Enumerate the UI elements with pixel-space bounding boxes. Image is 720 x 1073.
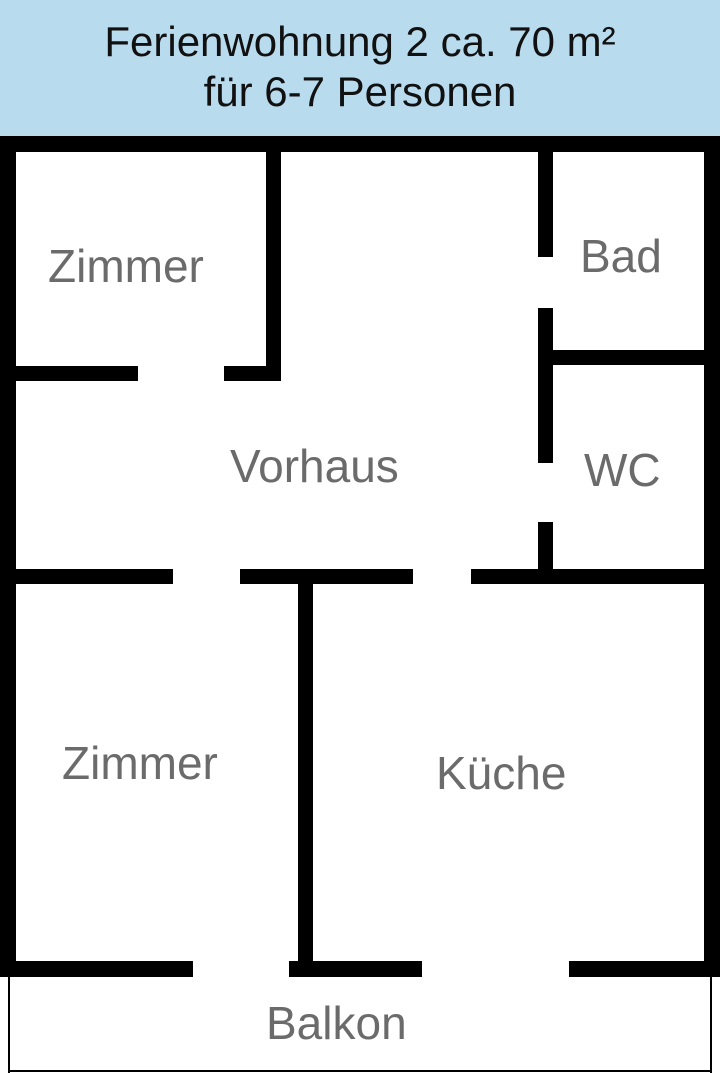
- room-label-zimmer-top: Zimmer: [48, 240, 204, 292]
- zimmer-top-right-wall: [266, 136, 281, 381]
- outer-wall-top: [0, 136, 720, 152]
- room-label-vorhaus: Vorhaus: [230, 440, 399, 492]
- room-label-kueche: Küche: [436, 747, 567, 799]
- balkon-wall-1: [0, 961, 193, 977]
- balkon-wall-2: [289, 961, 422, 977]
- room-label-bad: Bad: [580, 230, 662, 282]
- wc-left-wall-upper: [538, 350, 553, 463]
- wc-left-wall-lower: [538, 522, 553, 584]
- plan-title: Ferienwohnung 2 ca. 70 m²: [104, 18, 616, 65]
- bad-left-wall-lower: [538, 308, 553, 358]
- zimmer-top-bottom-wall-right: [224, 366, 281, 381]
- vorhaus-bottom-wall-3: [471, 569, 720, 584]
- balkon-rail-bottom: [8, 1070, 712, 1072]
- vorhaus-bottom-wall-1: [0, 569, 173, 584]
- vorhaus-bottom-wall-2: [240, 569, 413, 584]
- room-label-wc: WC: [584, 444, 661, 496]
- bad-wc-divider: [538, 350, 720, 365]
- zimmer-kueche-divider: [298, 569, 313, 977]
- balkon-rail-left: [8, 977, 10, 1073]
- room-label-balkon: Balkon: [266, 997, 407, 1049]
- plan-subtitle: für 6-7 Personen: [203, 68, 517, 115]
- outer-wall-left: [0, 136, 16, 977]
- balkon-rail-right: [710, 977, 712, 1073]
- room-label-zimmer-bottom: Zimmer: [62, 737, 218, 789]
- bad-left-wall-upper: [538, 136, 553, 257]
- outer-wall-right: [704, 136, 720, 977]
- balkon-wall-3: [569, 961, 720, 977]
- zimmer-top-bottom-wall-left: [0, 366, 138, 381]
- title-banner: Ferienwohnung 2 ca. 70 m² für 6-7 Person…: [0, 0, 720, 136]
